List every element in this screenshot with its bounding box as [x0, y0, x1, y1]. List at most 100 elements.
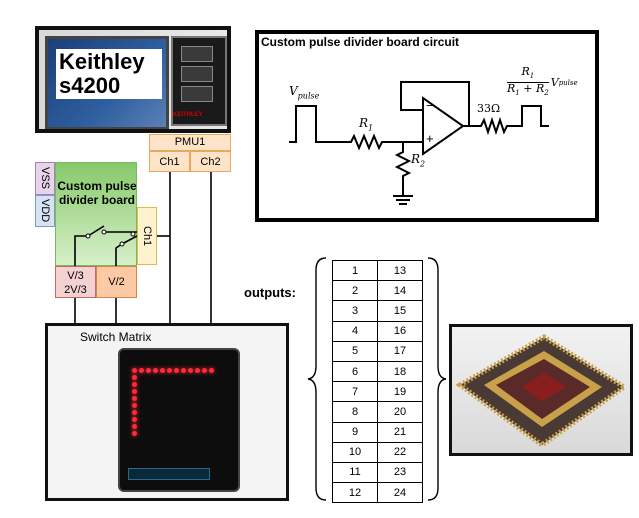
outputs-label: outputs: [244, 285, 296, 300]
r1-resistor [323, 133, 403, 151]
keithley-rack [171, 36, 227, 126]
chip-package [455, 334, 629, 449]
vdd-box: VDD [35, 195, 55, 227]
v3-label: V/3 [67, 270, 84, 282]
r2-resistor [394, 142, 412, 196]
divider-title: Custom pulse divider board [57, 179, 137, 207]
r-out-label: 33Ω [477, 102, 501, 115]
opamp-minus: − [426, 98, 434, 113]
led-indicator [202, 368, 207, 373]
keithley-brand: KEITHLEY [173, 112, 203, 118]
output-cell: 18 [377, 360, 423, 383]
divider-ch1-label: Ch1 [141, 225, 153, 247]
led-indicator [181, 368, 186, 373]
output-cell: 13 [377, 259, 423, 282]
rack-slot [181, 46, 213, 62]
led-indicator [132, 424, 137, 429]
output-cell: 1 [332, 259, 378, 282]
led-indicator [132, 382, 137, 387]
divider-ch1-box: Ch1 [137, 207, 157, 265]
led-indicator [174, 368, 179, 373]
output-cell: 5 [332, 340, 378, 362]
output-cell: 16 [377, 320, 423, 342]
led-indicator [132, 431, 137, 436]
led-indicator [160, 368, 165, 373]
switch-matrix-unit [118, 348, 240, 492]
vss-box: VSS [35, 162, 55, 195]
vpulse-label: Vpulse [289, 84, 320, 101]
formula-numerator: R1 [507, 66, 549, 84]
pmu-ch2-box: Ch2 [190, 151, 231, 172]
output-pulse [517, 105, 549, 127]
vss-label: VSS [39, 167, 51, 190]
switch-display [128, 468, 210, 480]
output-cell: 6 [332, 360, 378, 383]
opamp [422, 96, 465, 156]
output-cell: 20 [377, 401, 423, 423]
output-cell: 24 [377, 482, 423, 504]
right-brace [427, 257, 447, 501]
led-indicator [132, 368, 137, 373]
output-cell: 8 [332, 401, 378, 423]
output-cell: 4 [332, 320, 378, 342]
pmu1-box: PMU1 [149, 134, 231, 151]
circuit-panel: Custom pulse divider board circuit Vpuls… [255, 30, 599, 222]
output-cell: 12 [332, 482, 378, 504]
led-indicator [132, 389, 137, 394]
led-indicator [132, 417, 137, 422]
v23-label: 2V/3 [64, 284, 87, 296]
output-cell: 10 [332, 441, 378, 463]
v3-box: V/3 2V/3 [55, 266, 96, 298]
output-cell: 2 [332, 280, 378, 302]
output-cell: 14 [377, 280, 423, 302]
output-cell: 17 [377, 340, 423, 362]
r2-label: R2 [411, 152, 426, 169]
keithley-label: Keithley s4200 [56, 49, 162, 99]
led-indicator [209, 368, 214, 373]
pmu-ch1-box: Ch1 [149, 151, 190, 172]
switch-matrix-photo: Switch Matrix [45, 323, 289, 501]
rack-slot [181, 86, 213, 102]
output-cell: 9 [332, 421, 378, 443]
led-indicator [132, 403, 137, 408]
r-out-resistor [473, 116, 517, 136]
output-cell: 23 [377, 461, 423, 484]
output-cell: 22 [377, 441, 423, 463]
vdd-label: VDD [39, 199, 51, 223]
led-indicator [146, 368, 151, 373]
switch-matrix-title: Switch Matrix [80, 330, 152, 344]
r1-label: R1 [359, 116, 374, 133]
led-indicator [139, 368, 144, 373]
circuit-title: Custom pulse divider board circuit [261, 35, 460, 49]
led-indicator [153, 368, 158, 373]
input-pulse [289, 105, 323, 143]
led-indicator [188, 368, 193, 373]
chip-package-photo [449, 324, 633, 456]
keithley-photo: Keithley s4200 KEITHLEY [35, 26, 231, 133]
output-cell: 15 [377, 300, 423, 322]
output-cell: 19 [377, 381, 423, 403]
pulse-divider-board: Custom pulse divider board [55, 162, 137, 266]
opamp-plus: + [426, 131, 434, 146]
rack-slot [181, 66, 213, 82]
left-brace [307, 257, 327, 501]
output-cell: 7 [332, 381, 378, 403]
switch-arm-1 [87, 225, 105, 237]
output-cell: 21 [377, 421, 423, 443]
led-indicator [132, 375, 137, 380]
switch-arm-2 [121, 235, 138, 245]
